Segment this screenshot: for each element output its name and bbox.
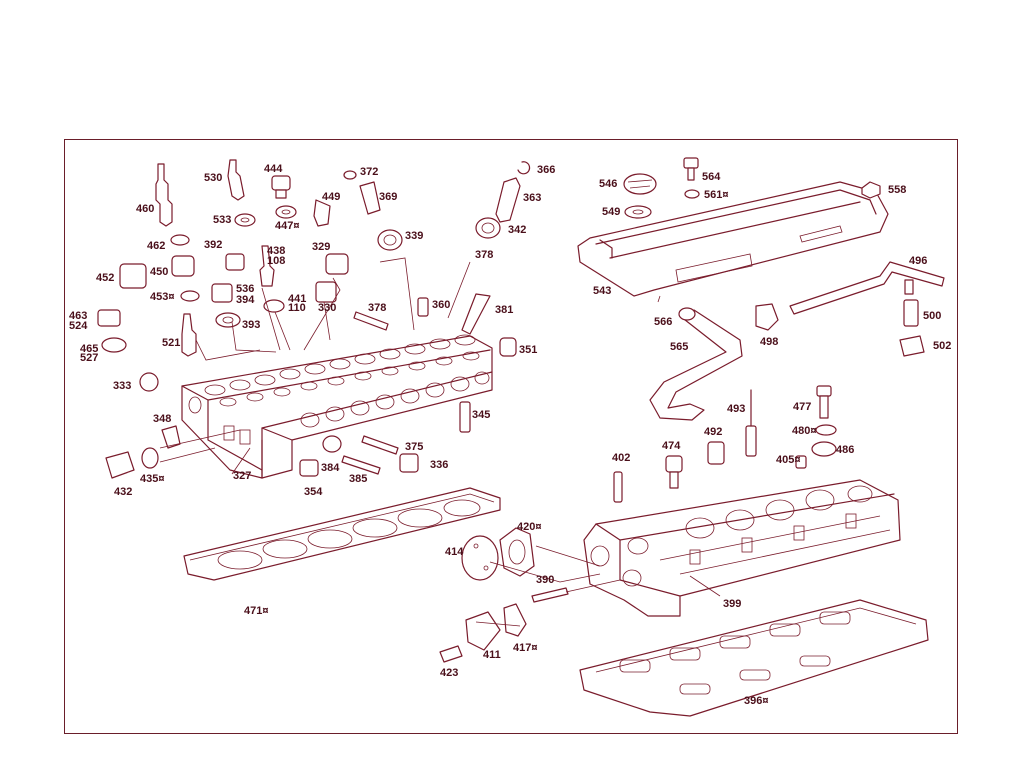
callout-492: 492: [704, 426, 723, 438]
callout-378-mid: 378: [368, 302, 387, 314]
callout-438: 438: [267, 245, 286, 257]
callout-372: 372: [360, 166, 379, 178]
breather-pipe-496: [789, 261, 945, 357]
callout-471: 471¤: [244, 605, 269, 617]
callout-399: 399: [723, 598, 742, 610]
callout-533: 533: [213, 214, 232, 226]
callout-354: 354: [304, 486, 323, 498]
callout-363: 363: [523, 192, 542, 204]
callout-110: 110: [288, 302, 306, 314]
callout-565: 565: [670, 341, 689, 353]
callout-327: 327: [233, 470, 252, 482]
callout-566: 566: [654, 316, 673, 328]
callout-345: 345: [472, 409, 491, 421]
callout-543: 543: [593, 285, 612, 297]
callout-405: 405¤: [776, 454, 801, 466]
callout-420: 420¤: [517, 521, 542, 533]
callout-524: 524: [69, 320, 88, 332]
callout-417: 417¤: [513, 642, 538, 654]
callout-498: 498: [760, 336, 779, 348]
hose-565: [649, 307, 743, 421]
callout-449: 449: [322, 191, 341, 203]
callout-330: 330: [318, 302, 337, 314]
callout-375: 375: [405, 441, 424, 453]
left-small-parts: [97, 159, 531, 479]
callout-447: 447¤: [275, 220, 300, 232]
elbow-498: [755, 303, 779, 331]
callout-530: 530: [204, 172, 223, 184]
bottom-small-parts: [439, 385, 837, 663]
callout-396: 396¤: [744, 695, 769, 707]
callout-480: 480¤: [792, 425, 817, 437]
callout-453: 453¤: [150, 291, 175, 303]
callout-549: 549: [602, 206, 621, 218]
leader-lines: [159, 257, 721, 627]
callout-500: 500: [923, 310, 942, 322]
callout-394: 394: [236, 294, 255, 306]
callout-463: 463: [69, 310, 88, 322]
callout-393: 393: [242, 319, 261, 331]
callout-348: 348: [153, 413, 172, 425]
head-gasket-471: [183, 487, 501, 581]
callout-452: 452: [96, 272, 115, 284]
callout-493: 493: [727, 403, 746, 415]
cam-housing-gasket-396: [579, 599, 929, 717]
callout-108: 108: [267, 255, 286, 267]
callout-336: 336: [430, 459, 449, 471]
callout-496: 496: [909, 255, 928, 267]
callout-402: 402: [612, 452, 631, 464]
callout-414: 414: [445, 546, 464, 558]
callout-381: 381: [495, 304, 514, 316]
callout-521: 521: [162, 337, 181, 349]
callout-360: 360: [432, 299, 451, 311]
callout-411: 411: [483, 649, 501, 661]
callout-378-top: 378: [475, 249, 494, 261]
callout-441: 441: [288, 293, 307, 305]
callout-329: 329: [312, 241, 331, 253]
valve-cover-543: [577, 181, 889, 297]
callout-432: 432: [114, 486, 133, 498]
callout-392: 392: [204, 239, 223, 251]
callout-474: 474: [662, 440, 681, 452]
callout-366: 366: [537, 164, 556, 176]
callout-444: 444: [264, 163, 283, 175]
callout-435: 435¤: [140, 473, 165, 485]
callout-460: 460: [136, 203, 155, 215]
callout-385: 385: [349, 473, 368, 485]
callout-462: 462: [147, 240, 166, 252]
callout-342: 342: [508, 224, 527, 236]
callout-390: 390: [536, 574, 555, 586]
callout-546: 546: [599, 178, 618, 190]
valve-cover-small-parts: [623, 157, 881, 219]
callout-465: 465: [80, 343, 99, 355]
callout-561: 561¤: [704, 189, 729, 201]
camshaft-housing-399: [583, 479, 901, 617]
callout-564: 564: [702, 171, 721, 183]
callout-450: 450: [150, 266, 169, 278]
cylinder-head-327: [181, 334, 493, 479]
callout-477: 477: [793, 401, 812, 413]
callout-527: 527: [80, 352, 99, 364]
diagram-frame: [64, 139, 958, 734]
callout-502: 502: [933, 340, 952, 352]
callout-369: 369: [379, 191, 398, 203]
callout-536: 536: [236, 283, 255, 295]
callout-333: 333: [113, 380, 132, 392]
callout-423: 423: [440, 667, 459, 679]
callout-558: 558: [888, 184, 907, 196]
callout-339: 339: [405, 230, 424, 242]
callout-351: 351: [519, 344, 538, 356]
callout-486: 486: [836, 444, 855, 456]
callout-384: 384: [321, 462, 340, 474]
